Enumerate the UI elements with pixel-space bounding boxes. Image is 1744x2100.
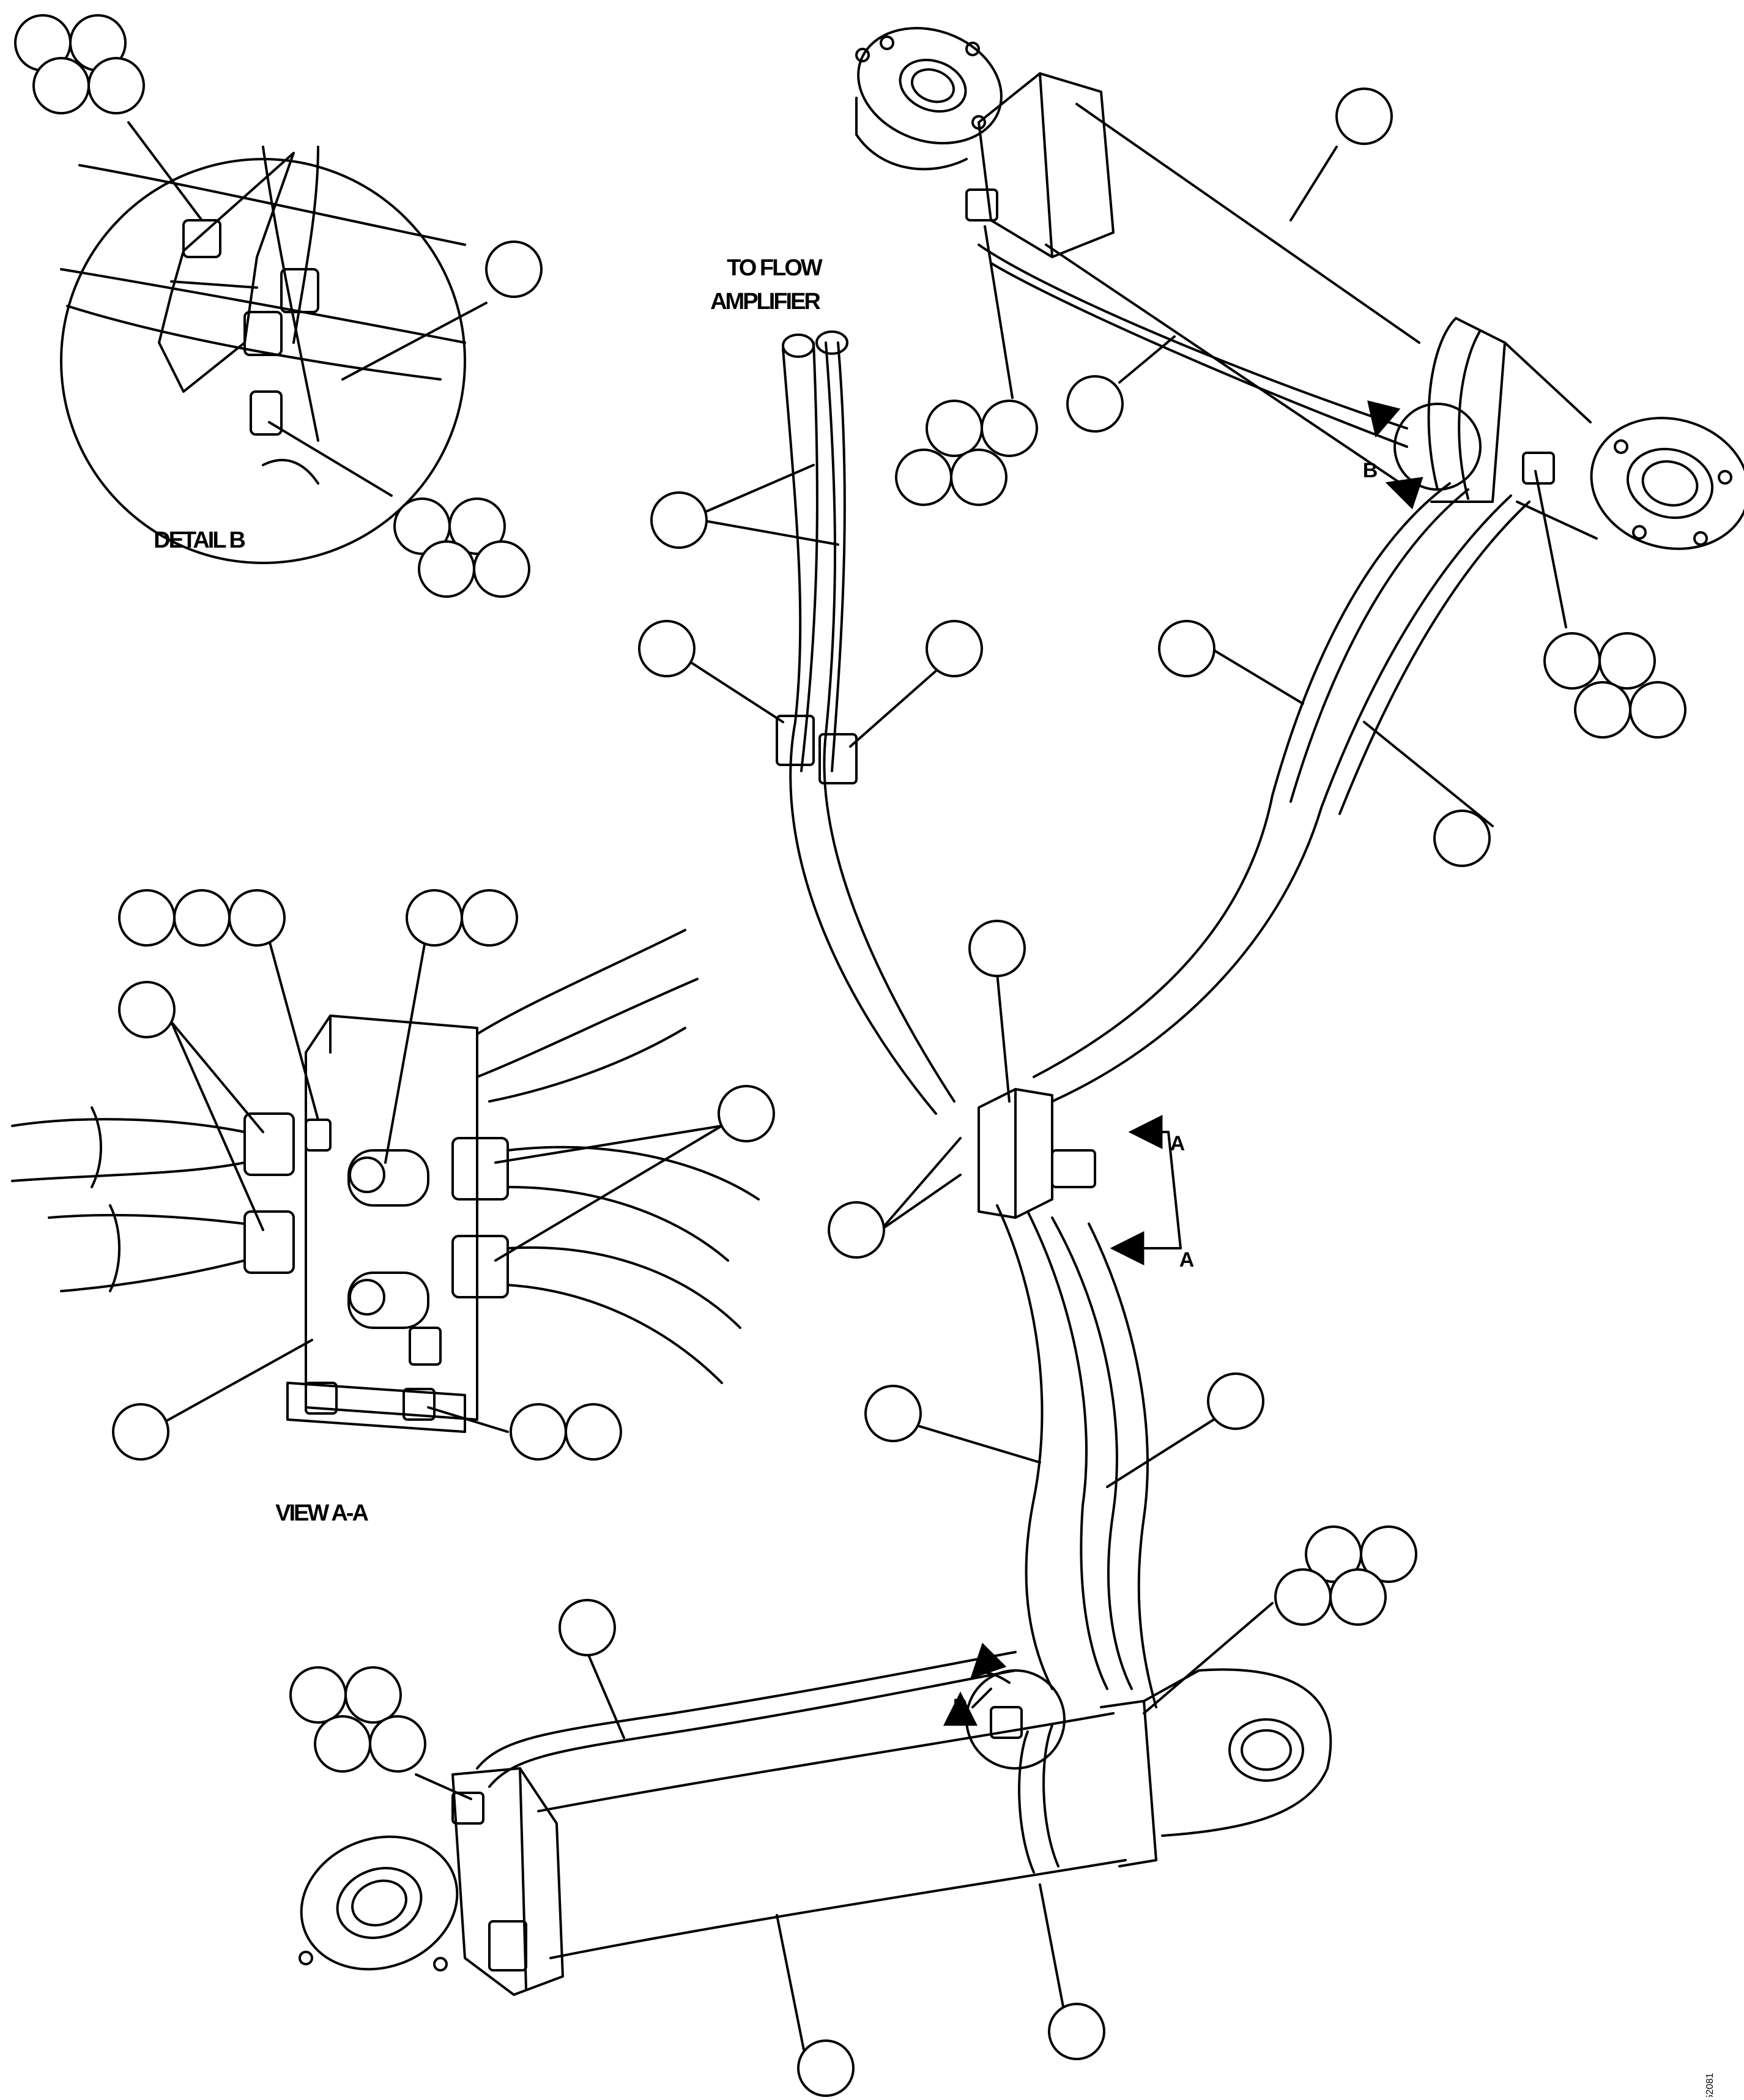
view-aa bbox=[11, 917, 760, 1433]
detail-b-markers bbox=[943, 400, 1423, 1726]
to-flow-label-line1: TO FLOW bbox=[727, 255, 823, 281]
section-a-upper-label: A bbox=[1170, 1132, 1186, 1155]
detail-b-title: DETAIL B bbox=[154, 527, 245, 553]
upper-cylinder bbox=[855, 26, 1744, 628]
section-a-lower-label: A bbox=[1179, 1248, 1195, 1272]
callout-balloons bbox=[14, 14, 1686, 2097]
lower-cylinder bbox=[299, 1602, 1332, 2069]
to-flow-label-line2: AMPLIFIER bbox=[710, 289, 820, 315]
detail-b-marker-upper: B bbox=[1363, 459, 1378, 482]
hose-routing bbox=[678, 330, 1531, 1708]
detail-b-marker-lower: B bbox=[953, 1695, 968, 1718]
detail-b-view bbox=[60, 121, 488, 564]
view-aa-title: VIEW A-A bbox=[275, 1500, 368, 1526]
section-aa-arrows bbox=[1110, 1115, 1182, 1265]
figure-id: 52081 bbox=[1705, 2073, 1715, 2097]
